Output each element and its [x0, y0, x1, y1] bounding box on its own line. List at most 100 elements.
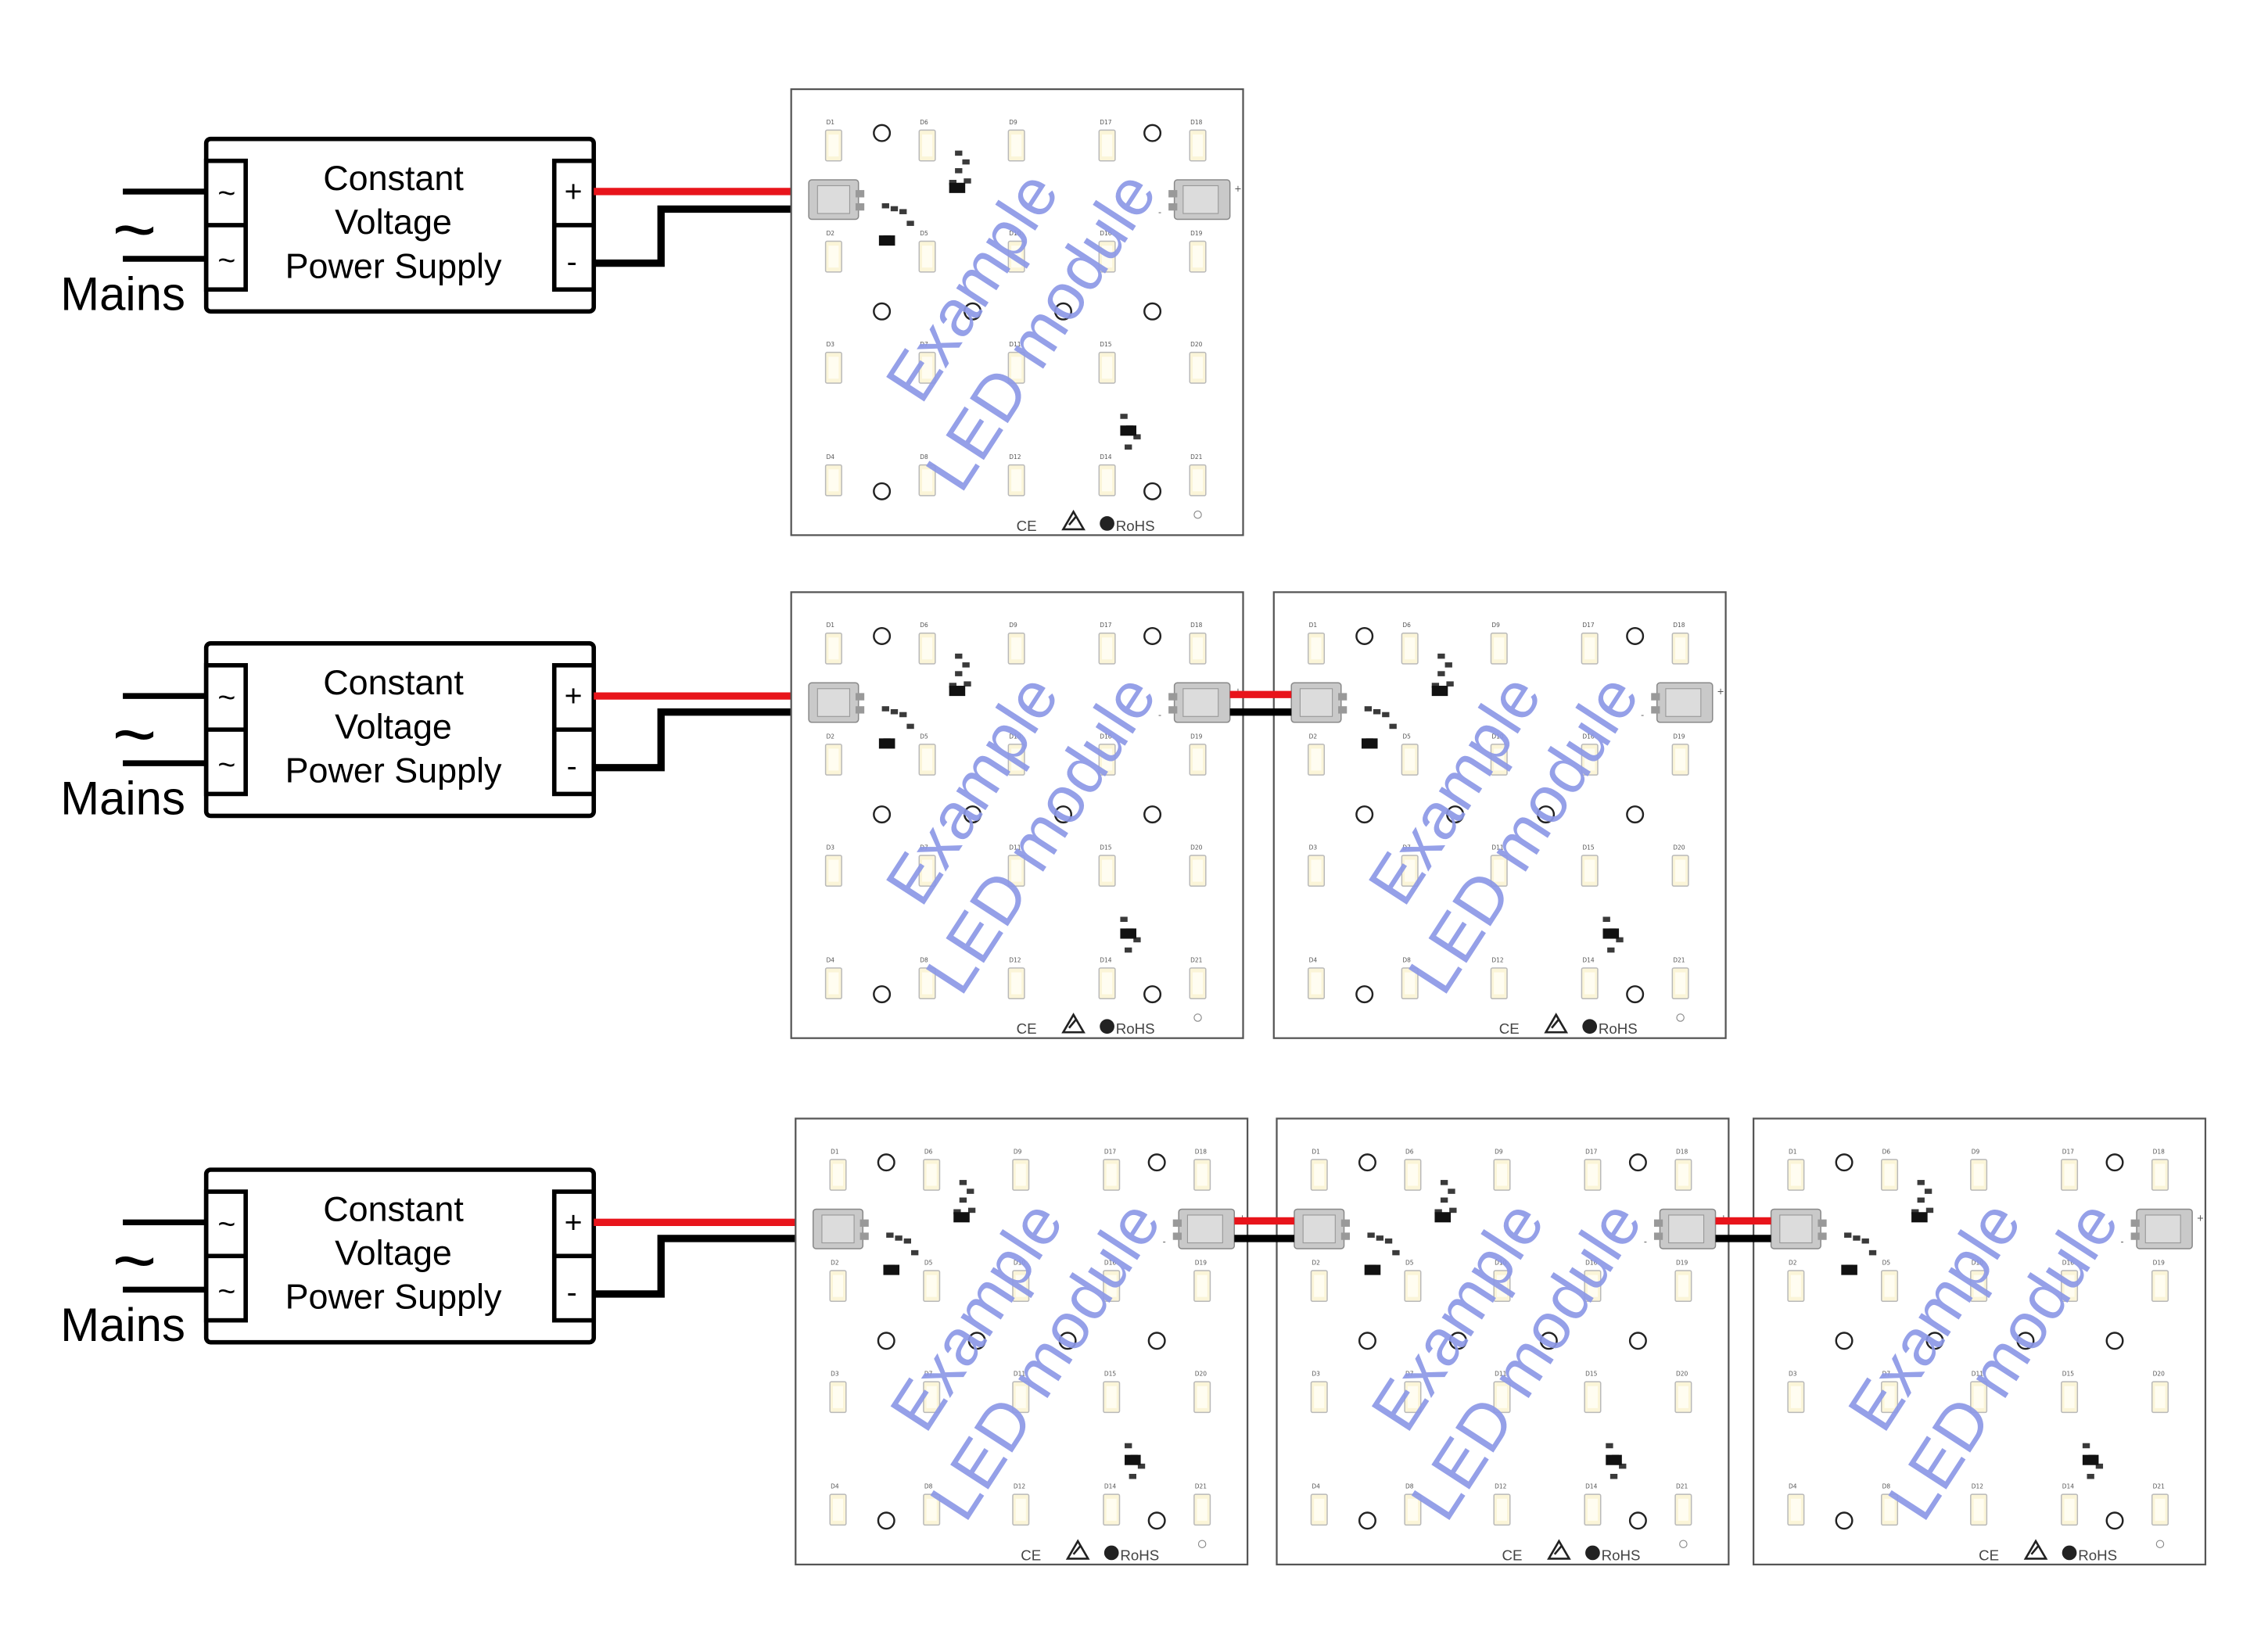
mounting-hole [964, 302, 982, 321]
led-chip: D3 [824, 341, 842, 384]
mounting-hole [1143, 805, 1162, 824]
led-chip: D9 [1012, 1148, 1030, 1191]
mounting-hole [1058, 1332, 1077, 1350]
led-chip: D2 [1307, 733, 1326, 776]
mounting-hole [873, 805, 892, 824]
led-chip: D20 [1193, 1371, 1211, 1414]
mounting-hole [1143, 482, 1162, 500]
led-chip: D19 [1189, 733, 1207, 776]
led-ref-label: D15 [1582, 844, 1595, 851]
led-ref-label: D1 [1789, 1148, 1797, 1155]
mains-input: ~Mains [60, 1218, 206, 1351]
mounting-hole [1053, 302, 1072, 321]
led-chip: D6 [923, 1148, 941, 1191]
power-supply-title-line-1: Constant [323, 158, 464, 198]
mounting-hole [1147, 1153, 1166, 1172]
led-ref-label: D15 [2062, 1371, 2075, 1378]
ic-chip [878, 235, 895, 246]
smd-component [1924, 1188, 1932, 1194]
led-chip: D12 [1012, 1483, 1030, 1526]
led-chip: D1 [1310, 1148, 1328, 1191]
mains-input: ~Mains [60, 187, 206, 320]
smd-component [1619, 1463, 1627, 1469]
led-ref-label: D4 [827, 956, 835, 963]
led-ref-label: D7 [920, 341, 928, 348]
led-chip: D5 [918, 230, 936, 273]
mounting-hole [1053, 805, 1072, 824]
led-ref-label: D12 [1009, 956, 1021, 963]
led-chip: D4 [824, 454, 842, 497]
mounting-hole [873, 124, 892, 142]
ic-chip [1120, 928, 1136, 939]
mounting-hole [2016, 1332, 2035, 1350]
smd-component [1444, 662, 1452, 668]
led-ref-label: D2 [1789, 1260, 1797, 1267]
mounting-hole [1835, 1332, 1854, 1350]
led-ref-label: D6 [920, 622, 928, 629]
led-ref-label: D21 [1190, 956, 1203, 963]
led-chip: D7 [918, 844, 936, 887]
led-chip: D9 [1007, 119, 1025, 162]
led-chip: D14 [1098, 956, 1116, 999]
mains-label: Mains [60, 773, 185, 825]
led-ref-label: D2 [1312, 1260, 1320, 1267]
led-ref-label: D6 [1402, 622, 1411, 629]
smd-component [1607, 947, 1615, 953]
led-chip: D4 [824, 956, 842, 999]
led-ref-label: D9 [1972, 1148, 1980, 1155]
rohs-icon [1103, 1545, 1119, 1561]
led-chip: D6 [1401, 622, 1419, 665]
led-chip: D12 [1970, 1483, 1988, 1526]
led-ref-label: D6 [1882, 1148, 1891, 1155]
led-ref-label: D18 [1673, 622, 1685, 629]
dc-positive-terminal: + [565, 679, 583, 713]
led-ref-label: D4 [1789, 1483, 1797, 1490]
led-chip: D8 [1401, 956, 1419, 999]
led-ref-label: D1 [827, 622, 835, 629]
connector-plus-mark: + [2197, 1213, 2204, 1223]
smd-component [2087, 1473, 2094, 1479]
led-chip: D12 [1493, 1483, 1511, 1526]
input-connector [1770, 1208, 1827, 1249]
smd-component [1133, 937, 1141, 943]
led-ref-label: D19 [1190, 733, 1203, 740]
mounting-hole [1628, 1332, 1647, 1350]
led-chip: D9 [1493, 1148, 1511, 1191]
led-ref-label: D14 [1104, 1483, 1117, 1490]
led-ref-label: D19 [1190, 230, 1203, 237]
led-ref-label: D19 [1676, 1260, 1688, 1267]
smd-component [955, 150, 963, 156]
mounting-hole [1358, 1332, 1376, 1350]
rohs-mark: RoHS [1599, 1020, 1638, 1037]
led-ref-label: D7 [924, 1371, 933, 1378]
smd-component [964, 178, 971, 184]
led-ref-label: D9 [1014, 1148, 1022, 1155]
led-ref-label: D20 [1190, 844, 1203, 851]
led-ref-label: D4 [1309, 956, 1318, 963]
led-ref-label: D14 [2062, 1483, 2075, 1490]
smd-component [1137, 1463, 1146, 1469]
registered-icon [1197, 1540, 1207, 1548]
led-ref-label: D8 [1402, 956, 1411, 963]
led-ref-label: D7 [1405, 1371, 1414, 1378]
led-chip: D3 [1310, 1371, 1328, 1414]
dc-positive-terminal: + [565, 174, 583, 209]
led-chip: D1 [824, 622, 842, 665]
mounting-hole [1143, 985, 1162, 1004]
led-chip: D4 [1310, 1483, 1328, 1526]
ic-chip [1364, 1264, 1381, 1275]
smd-component [967, 1188, 974, 1194]
led-chip: D17 [1098, 622, 1116, 665]
led-chip: D14 [1581, 956, 1599, 999]
ic-chip [878, 738, 895, 749]
led-ref-label: D5 [1402, 733, 1411, 740]
ic-chip [2082, 1454, 2099, 1465]
smd-component [911, 1249, 919, 1256]
smd-component [890, 206, 899, 212]
smd-component [1133, 434, 1141, 439]
led-chip: D21 [1189, 454, 1207, 497]
rohs-mark: RoHS [1602, 1547, 1641, 1563]
led-chip: D15 [1098, 341, 1116, 384]
